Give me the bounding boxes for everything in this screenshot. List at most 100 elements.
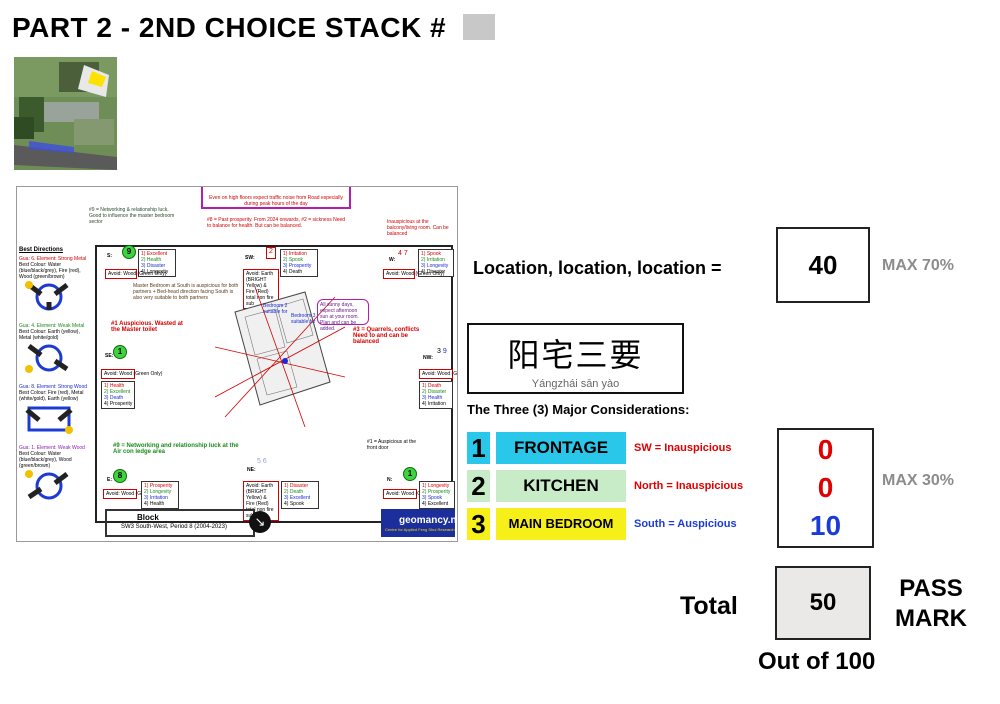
- total-score: 50: [775, 566, 871, 640]
- dir-w-item: 3) Longevity: [421, 263, 449, 269]
- chinese-title: 阳宅三要: [507, 336, 644, 374]
- dir-ne-item: 2) Death: [284, 489, 304, 495]
- dir-se-item: 4) Prosperity: [104, 401, 133, 407]
- dir-nw-item: 1) Death: [422, 383, 442, 389]
- block-sub: SW3 South-West, Period 8 (2004-2023): [121, 524, 227, 530]
- dir-se-list: 1) Health 2) Excellent 3) Death 4) Prosp…: [101, 381, 135, 409]
- note-prosperity: #8 = Past prosperity. From 2024 onwards,…: [207, 217, 346, 229]
- star-box-sw: 2: [266, 247, 276, 259]
- note-master-bedroom: Master Bedroom at South is auspicious fo…: [133, 283, 239, 301]
- chinese-title-box: 阳宅三要 Yángzhái sān yào: [467, 323, 684, 394]
- note-front-door: #1 = Auspicious at the front door: [367, 439, 417, 451]
- factor-3-verdict: South = Auspicious: [634, 518, 737, 530]
- logo-text: geomancy.net: [399, 515, 457, 526]
- gua-4: Gua: 1. Element: Weak Wood: [19, 445, 85, 451]
- dir-w-item: 1) Spook: [421, 251, 442, 257]
- block-info-box: Block SW3 South-West, Period 8 (2004-202…: [105, 509, 255, 537]
- out-of-label: Out of 100: [758, 648, 876, 675]
- dir-n-item: 1) Longevity: [422, 483, 450, 489]
- factor-1-verdict: SW = Inauspicious: [634, 442, 732, 454]
- arrow-wheel-icon: [25, 281, 69, 311]
- dir-sw-label: SW:: [245, 255, 255, 261]
- dir-e-label: E:: [107, 477, 112, 483]
- factor-1-number: 1: [467, 432, 490, 464]
- dir-nw-item: 4) Irritation: [422, 401, 446, 407]
- logo-box: geomancy.net Centre for Applied Feng Shu…: [381, 509, 457, 537]
- dir-w-stars: 4 7: [398, 250, 408, 257]
- dir-e-item: 2) Longevity: [144, 489, 172, 495]
- dir-s-list: 1) Excellent 2) Health 3) Disaster 4) Lo…: [138, 249, 176, 277]
- gua-4-colour: Best Colour: Water (blue/black/grey), Wo…: [19, 451, 72, 469]
- dir-n-item: 2) Prosperity: [422, 489, 451, 495]
- dir-ne-list: 1) Disaster 2) Death 3) Excellent 4) Spo…: [281, 481, 319, 509]
- chinese-pinyin: Yángzhái sān yào: [531, 378, 620, 390]
- dir-ne-item: 3) Excellent: [284, 495, 311, 501]
- block-label: Block: [137, 513, 159, 522]
- dir-nw-item: 2) Disaster: [422, 389, 447, 395]
- factor-2-verdict: North = Inauspicious: [634, 480, 744, 492]
- dir-n-label: N:: [387, 477, 393, 483]
- dir-se-item: 3) Death: [104, 395, 124, 401]
- dir-sw-item: 1) Irritation: [283, 251, 307, 257]
- considerations-score-box: 0 0 10: [777, 428, 874, 548]
- compass-arrow-icon: ↘: [249, 511, 271, 533]
- dir-s-item: 3) Disaster: [141, 263, 166, 269]
- dir-n-item: 4) Excellent: [422, 501, 449, 507]
- location-score: 40: [776, 227, 870, 303]
- gua-2-colour: Best Colour: Earth (yellow), Metal (whit…: [19, 329, 80, 341]
- dir-se-item: 2) Excellent: [104, 389, 131, 395]
- star-circle-s: 9: [122, 245, 136, 259]
- factor-3-score: 10: [809, 510, 842, 541]
- dir-w-item: 4) Disaster: [421, 269, 446, 275]
- floor-plan-diagram: Best Directions Gua: 6. Element: Strong …: [16, 186, 458, 542]
- factor-2-name: KITCHEN: [496, 470, 626, 502]
- dir-nw-item: 3) Health: [422, 395, 443, 401]
- dir-se-avoid: Avoid: Wood (Green Only): [101, 369, 162, 379]
- dir-sw-item: 4) Death: [283, 269, 303, 275]
- dir-ne-stars: 5 6: [257, 458, 267, 465]
- redacted-stack-number: [463, 14, 495, 40]
- factor-1-score: 0: [817, 434, 834, 465]
- star-circle-se: 1: [113, 345, 127, 359]
- dir-s-item: 4) Longevity: [141, 269, 169, 275]
- star-circle-n: 1: [403, 467, 417, 481]
- three-considerations-title: The Three (3) Major Considerations:: [467, 402, 690, 417]
- note-sunny: All sunny days, expect afternoon sun at …: [317, 299, 369, 332]
- factor-3-name: MAIN BEDROOM: [496, 508, 626, 540]
- factor-2-score: 0: [817, 472, 834, 503]
- note-balcony: Inauspicious at the balcony/living room.…: [387, 219, 449, 237]
- dir-nw-avoid: Avoid: Wood (Green Only): [419, 369, 457, 379]
- note-traffic: Even on high floors expect traffic noise…: [209, 195, 343, 207]
- dir-nw-label: NW:: [423, 355, 433, 361]
- dir-sw-item: 2) Spook: [283, 257, 304, 263]
- aerial-map-image: [14, 57, 117, 170]
- arrow-wheel-icon: [25, 470, 69, 500]
- traffic-note-bracket: Even on high floors expect traffic noise…: [201, 187, 351, 209]
- dir-e-list: 1) Prosperity 2) Longevity 3) Irritation…: [141, 481, 179, 509]
- dir-nw-list: 1) Death 2) Disaster 3) Health 4) Irrita…: [419, 381, 453, 409]
- dir-w-avoid: Avoid: Wood (Green Only): [383, 269, 444, 279]
- location-label: Location, location, location =: [473, 258, 722, 278]
- dir-ne-label: NE:: [247, 467, 256, 473]
- page-title: PART 2 - 2ND CHOICE STACK #: [12, 12, 447, 43]
- dir-s-avoid: Avoid: Wood (Green Only): [105, 269, 166, 279]
- dir-s-item: 2) Health: [141, 257, 162, 263]
- max-70-label: MAX 70%: [882, 257, 955, 274]
- dir-s-item: 1) Excellent: [141, 251, 168, 257]
- dir-sw-avoid: Avoid: Earth (BRIGHT Yellow) & Fire (Red…: [243, 269, 279, 309]
- dir-s-label: S:: [107, 253, 112, 259]
- apartment-layout-drawing: [215, 287, 345, 427]
- note-auspicious-wasted: #1 Auspicious. Wasted at the Master toil…: [111, 321, 183, 333]
- note-quarrels: #3 = Quarrels, conflicts Need to and can…: [353, 327, 420, 345]
- dir-n-item: 3) Spook: [422, 495, 443, 501]
- star-circle-e: 8: [113, 469, 127, 483]
- gua-1: Gua: 6. Element: Strong Metal: [19, 256, 87, 262]
- note-networking-top: #9 = Networking & relationship luck. Goo…: [89, 207, 175, 225]
- dir-sw-list: 1) Irritation 2) Spook 3) Prosperity 4) …: [280, 249, 318, 277]
- dir-w-label: W:: [389, 257, 396, 263]
- dir-ne-item: 4) Spook: [284, 501, 305, 507]
- gua-3-colour: Best Colour: Fire (red), Metal (white/go…: [19, 390, 84, 402]
- arrow-wheel-icon: [25, 344, 69, 373]
- pass-mark-label: PASS MARK: [895, 575, 967, 632]
- note-bedroom-2: Bedroom 2 suitable for: [263, 303, 288, 315]
